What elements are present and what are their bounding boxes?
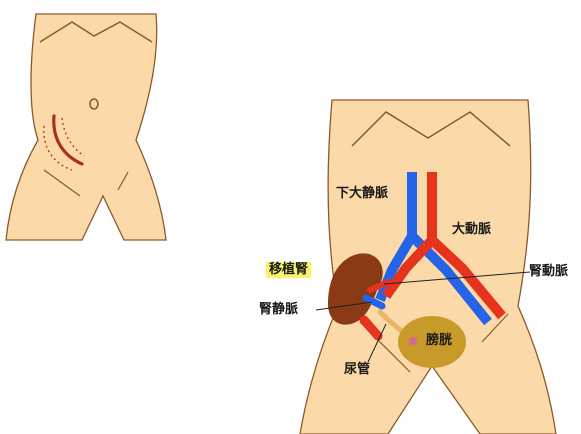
torso-right bbox=[300, 100, 556, 434]
torso-left bbox=[6, 14, 166, 240]
label-ureter: 尿管 bbox=[344, 362, 370, 378]
label-bladder: 膀胱 bbox=[426, 333, 452, 349]
label-aorta: 大動脈 bbox=[452, 222, 491, 238]
torso-left-body bbox=[6, 14, 166, 240]
label-renal-artery: 腎動脈 bbox=[529, 264, 568, 280]
label-renal-vein: 腎静脈 bbox=[259, 302, 298, 318]
ureter-anastomosis bbox=[409, 337, 417, 345]
label-transplant-kidney: 移植腎 bbox=[266, 262, 311, 278]
label-inferior-vena-cava: 下大静脈 bbox=[336, 186, 388, 202]
